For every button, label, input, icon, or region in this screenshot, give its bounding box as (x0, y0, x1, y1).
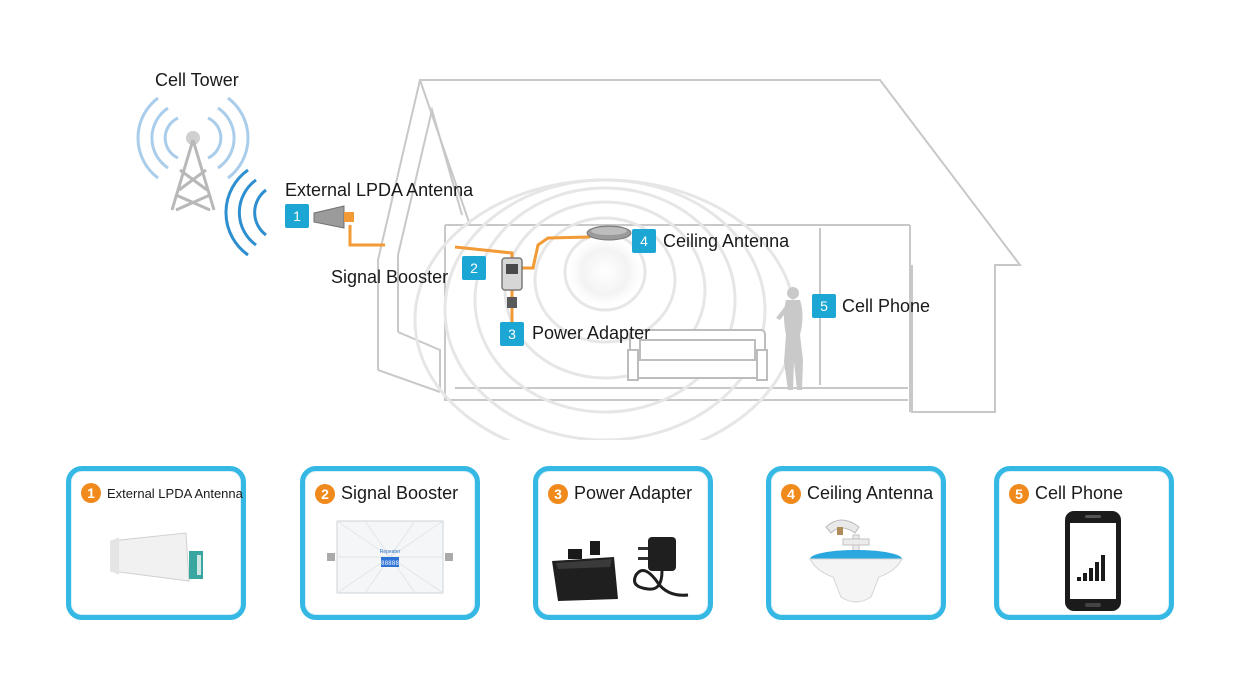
card-header: 3 Power Adapter (548, 483, 692, 504)
card-header: 2 Signal Booster (315, 483, 458, 504)
installation-scene: Cell Tower External LPDA Antenna Signal … (136, 70, 1023, 462)
label-signal-booster: Signal Booster (331, 267, 449, 287)
lpda-antenna-device (313, 205, 354, 229)
card-title: Power Adapter (574, 483, 693, 503)
label-power-adapter: Power Adapter (532, 323, 651, 343)
booster-display-text: 88888 (381, 560, 399, 567)
label-external-antenna: External LPDA Antenna (285, 180, 474, 200)
power-adapter-image (552, 537, 689, 601)
booster-brand-text: Repeater (380, 549, 401, 555)
cell-phone-image (1065, 511, 1121, 611)
signal-bars-icon (1077, 555, 1105, 581)
card-cell-phone: 5 Cell Phone (994, 466, 1174, 620)
antenna-signal-waves (224, 168, 267, 257)
sofa (627, 329, 768, 381)
card-number: 4 (781, 483, 801, 504)
card-number: 1 (81, 483, 101, 503)
badge-2: 2 (462, 256, 486, 280)
card-number: 2 (315, 483, 335, 504)
card-signal-booster: 2 Signal Booster Repeater 88888 (300, 466, 480, 620)
lpda-antenna-image (110, 532, 203, 582)
label-cell-tower: Cell Tower (155, 70, 239, 90)
person-silhouette (776, 287, 803, 390)
badge-4: 4 (632, 229, 656, 253)
booster-device-small (501, 257, 523, 308)
cables (348, 225, 591, 322)
badge-5: 5 (812, 294, 836, 318)
card-ceiling-antenna: 4 Ceiling Antenna (766, 466, 946, 620)
card-header: 5 Cell Phone (1009, 483, 1123, 504)
scene-illustration (136, 79, 1023, 462)
signal-booster-image: Repeater 88888 (327, 520, 453, 594)
card-number: 5 (1009, 483, 1029, 504)
card-number: 3 (548, 483, 568, 504)
label-ceiling-antenna: Ceiling Antenna (663, 231, 790, 251)
card-header: 1 External LPDA Antenna (81, 483, 243, 503)
card-title: External LPDA Antenna (107, 485, 243, 501)
card-power-adapter: 3 Power Adapter (533, 466, 713, 620)
badge-1: 1 (285, 204, 309, 228)
card-title: Signal Booster (341, 483, 459, 503)
ceiling-antenna-device (586, 225, 632, 241)
tower-signal-waves (136, 96, 250, 180)
badge-3: 3 (500, 322, 524, 346)
card-title: Cell Phone (1035, 483, 1124, 503)
card-header: 4 Ceiling Antenna (781, 483, 933, 504)
card-external-antenna: 1 External LPDA Antenna (66, 466, 246, 620)
cell-tower-icon (170, 131, 216, 212)
ceiling-antenna-image (809, 519, 903, 603)
card-title: Ceiling Antenna (807, 483, 934, 503)
label-cell-phone: Cell Phone (842, 296, 931, 316)
